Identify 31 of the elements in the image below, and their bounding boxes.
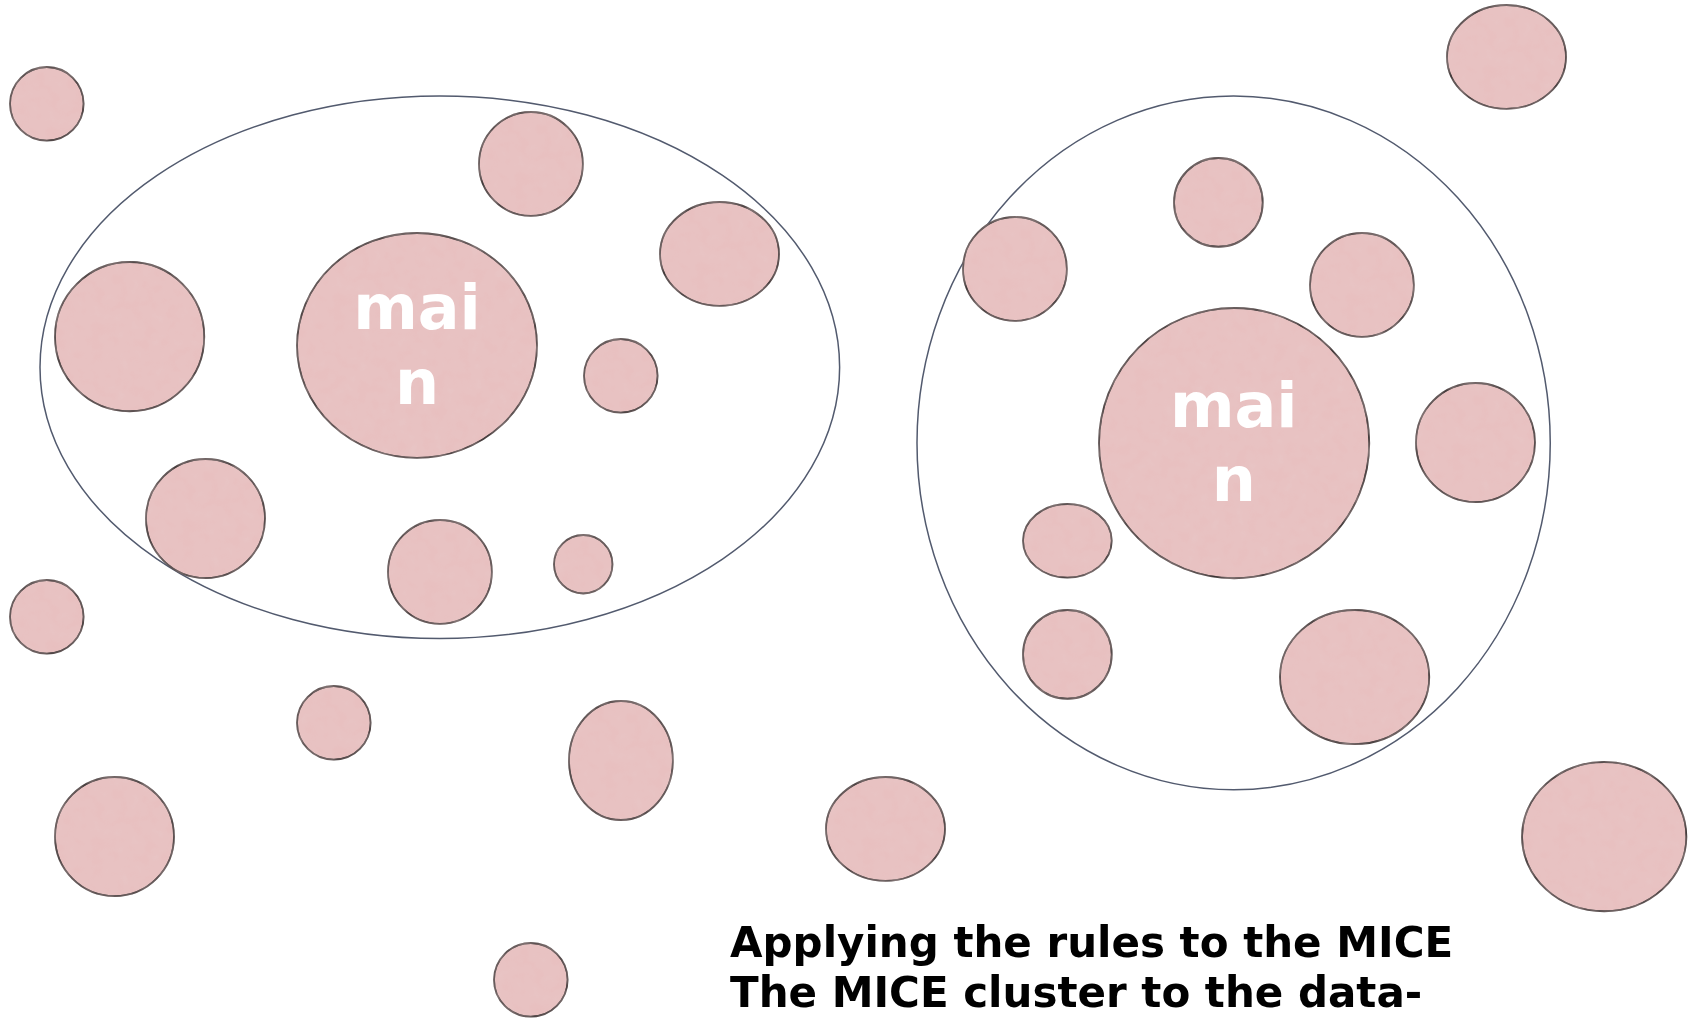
circle-shape — [1415, 382, 1537, 504]
main-circle — [1097, 306, 1370, 580]
node-label: main — [352, 271, 482, 421]
circle-shape — [54, 775, 175, 897]
circle-shape — [1279, 609, 1431, 746]
circle-shape — [825, 775, 947, 882]
circle-shape — [296, 684, 372, 761]
circle-shape — [568, 700, 675, 822]
circle-shape — [583, 338, 659, 414]
main-circle — [296, 232, 538, 460]
circle-shape — [961, 216, 1068, 322]
circle-shape — [144, 458, 266, 580]
node-label: main — [1168, 368, 1299, 518]
circle-shape — [659, 200, 780, 307]
cluster-ellipse — [916, 95, 1552, 791]
circle-shape — [54, 261, 206, 413]
circle-shape — [386, 518, 493, 625]
circle-shape — [8, 65, 85, 142]
circle-shape — [1445, 4, 1567, 111]
circle-shape — [477, 111, 584, 218]
caption-text: Applying the rules to the MICE — [730, 918, 1454, 967]
circle-shape — [1022, 503, 1113, 580]
circle-shape — [1022, 609, 1113, 701]
circle-shape — [1173, 156, 1264, 248]
circle-shape — [8, 579, 85, 655]
caption-text: The MICE cluster to the data- — [730, 968, 1423, 1017]
circle-shape — [553, 533, 614, 595]
circle-shape — [1309, 232, 1416, 339]
cluster-ellipse — [38, 95, 841, 640]
circle-shape — [492, 942, 569, 1018]
circle-shape — [1521, 760, 1688, 912]
